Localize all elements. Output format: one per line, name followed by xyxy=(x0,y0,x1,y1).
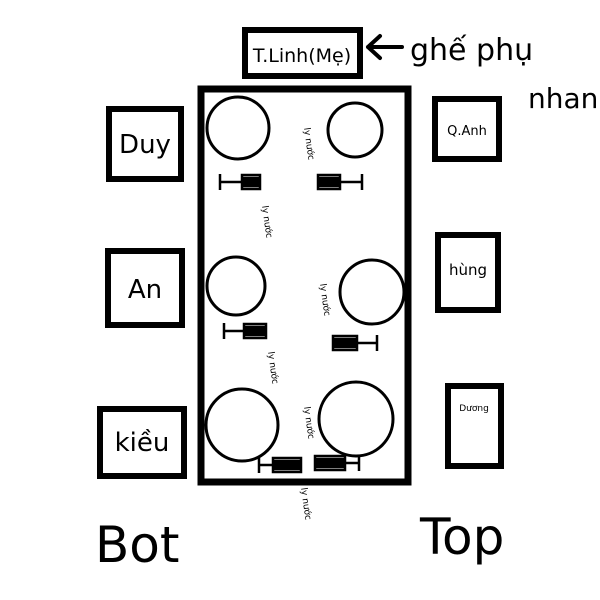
glass-icon xyxy=(222,322,268,340)
arrow-note-line1: ghế phụ xyxy=(410,33,533,68)
plate xyxy=(317,380,395,458)
glass-label: ly nước xyxy=(265,351,280,385)
glass-icon xyxy=(313,454,361,472)
glass-label: ly nước xyxy=(301,406,316,440)
seat-label: kiều xyxy=(115,428,170,458)
footer-right-label: Top xyxy=(419,508,504,566)
arrow-note-line2: nhan xyxy=(528,82,598,115)
glass-label: ly nước xyxy=(298,487,313,521)
plate xyxy=(204,387,280,463)
seat-left-2: An xyxy=(105,248,185,328)
seat-label: Dương xyxy=(459,404,489,414)
plate xyxy=(326,101,384,159)
seat-right-1: Q.Anh xyxy=(432,96,502,162)
head-seat-label: T.Linh(Mẹ) xyxy=(252,45,351,67)
dining-table xyxy=(197,85,412,486)
arrow-note: ghế phụ nhan xyxy=(366,33,598,115)
glass-icon xyxy=(316,173,364,191)
plate xyxy=(205,255,267,317)
glass-label: ly nước xyxy=(301,127,316,161)
seat-label: Duy xyxy=(119,130,171,160)
glass-icon xyxy=(257,456,303,474)
seat-right-3: Dương xyxy=(445,383,504,469)
plate xyxy=(338,258,406,326)
seat-left-3: kiều xyxy=(97,406,187,479)
footer-left-label: Bot xyxy=(95,516,180,574)
glasses xyxy=(218,173,379,474)
head-seat: T.Linh(Mẹ) xyxy=(242,27,363,79)
seat-label: Q.Anh xyxy=(447,124,487,139)
seat-label: An xyxy=(128,275,162,305)
glass-icon xyxy=(331,334,379,352)
seat-left-1: Duy xyxy=(106,106,184,182)
plates xyxy=(204,95,406,463)
glass-icon xyxy=(218,173,262,191)
seat-label: hùng xyxy=(449,261,487,279)
plate xyxy=(205,95,271,161)
glass-label: ly nước xyxy=(259,205,274,239)
glass-labels: ly nước ly nước ly nước ly nước ly nước … xyxy=(259,127,332,521)
seat-right-2: hùng xyxy=(435,232,501,313)
glass-label: ly nước xyxy=(317,283,332,317)
